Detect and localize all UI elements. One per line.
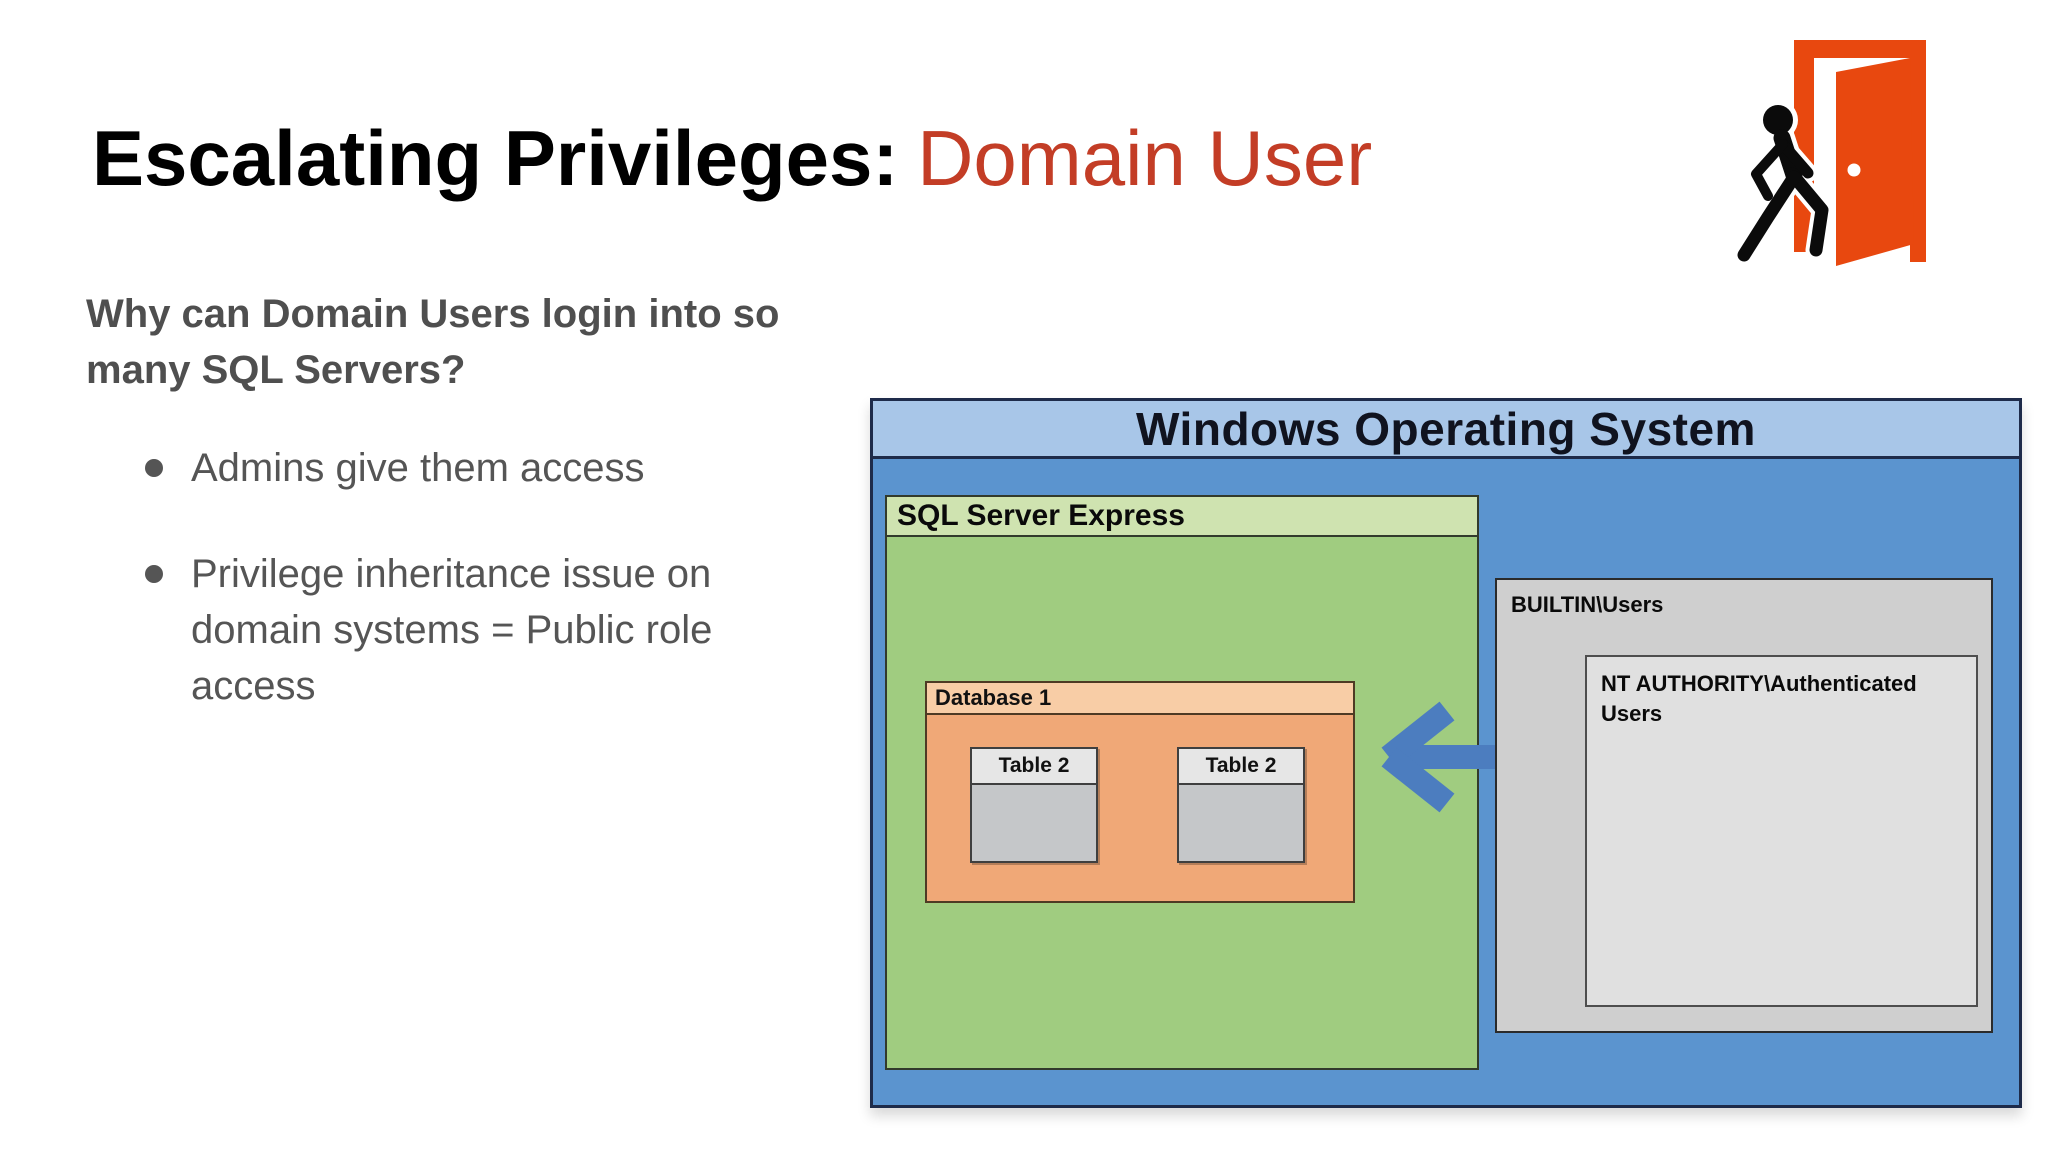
- os-diagram-title: Windows Operating System: [873, 401, 2019, 459]
- door-panel: [1836, 58, 1914, 266]
- database1-box: Database 1 Table 2 Table 2: [925, 681, 1355, 903]
- list-item: Admins give them access: [145, 440, 759, 496]
- page-title-accent: Domain User: [917, 114, 1373, 202]
- bullet-dot: [145, 459, 163, 477]
- builtin-users-box: BUILTIN\Users NT AUTHORITY\Authenticated…: [1495, 578, 1993, 1033]
- door-knob: [1847, 163, 1861, 177]
- page-title-main: Escalating Privileges:: [92, 114, 899, 202]
- bullet-text: Admins give them access: [191, 446, 645, 490]
- exit-door-icon: [1733, 40, 1926, 266]
- sql-server-express-label: SQL Server Express: [887, 497, 1477, 537]
- bullet-dot: [145, 565, 163, 583]
- bullet-text: Privilege inheritance issue on domain sy…: [191, 552, 713, 708]
- question-text: Why can Domain Users login into so many …: [86, 292, 780, 392]
- left-arrow-icon: [1381, 701, 1495, 813]
- os-diagram-box: Windows Operating System SQL Server Expr…: [870, 398, 2022, 1108]
- page-title: Escalating Privileges:Domain User: [92, 117, 1372, 200]
- person-figure: [1737, 105, 1829, 262]
- table-label: Table 2: [972, 749, 1096, 785]
- bullet-list: Admins give them access Privilege inheri…: [145, 440, 759, 714]
- list-item: Privilege inheritance issue on domain sy…: [145, 546, 759, 714]
- sql-server-express-box: SQL Server Express Database 1 Table 2 Ta…: [885, 495, 1479, 1070]
- builtin-users-label: BUILTIN\Users: [1511, 592, 1664, 617]
- database1-label: Database 1: [927, 683, 1353, 715]
- nt-authority-box: NT AUTHORITY\Authenticated Users: [1585, 655, 1978, 1007]
- nt-authority-label: NT AUTHORITY\Authenticated Users: [1601, 671, 1917, 726]
- table-box: Table 2: [1177, 747, 1305, 863]
- table-label: Table 2: [1179, 749, 1303, 785]
- table-box: Table 2: [970, 747, 1098, 863]
